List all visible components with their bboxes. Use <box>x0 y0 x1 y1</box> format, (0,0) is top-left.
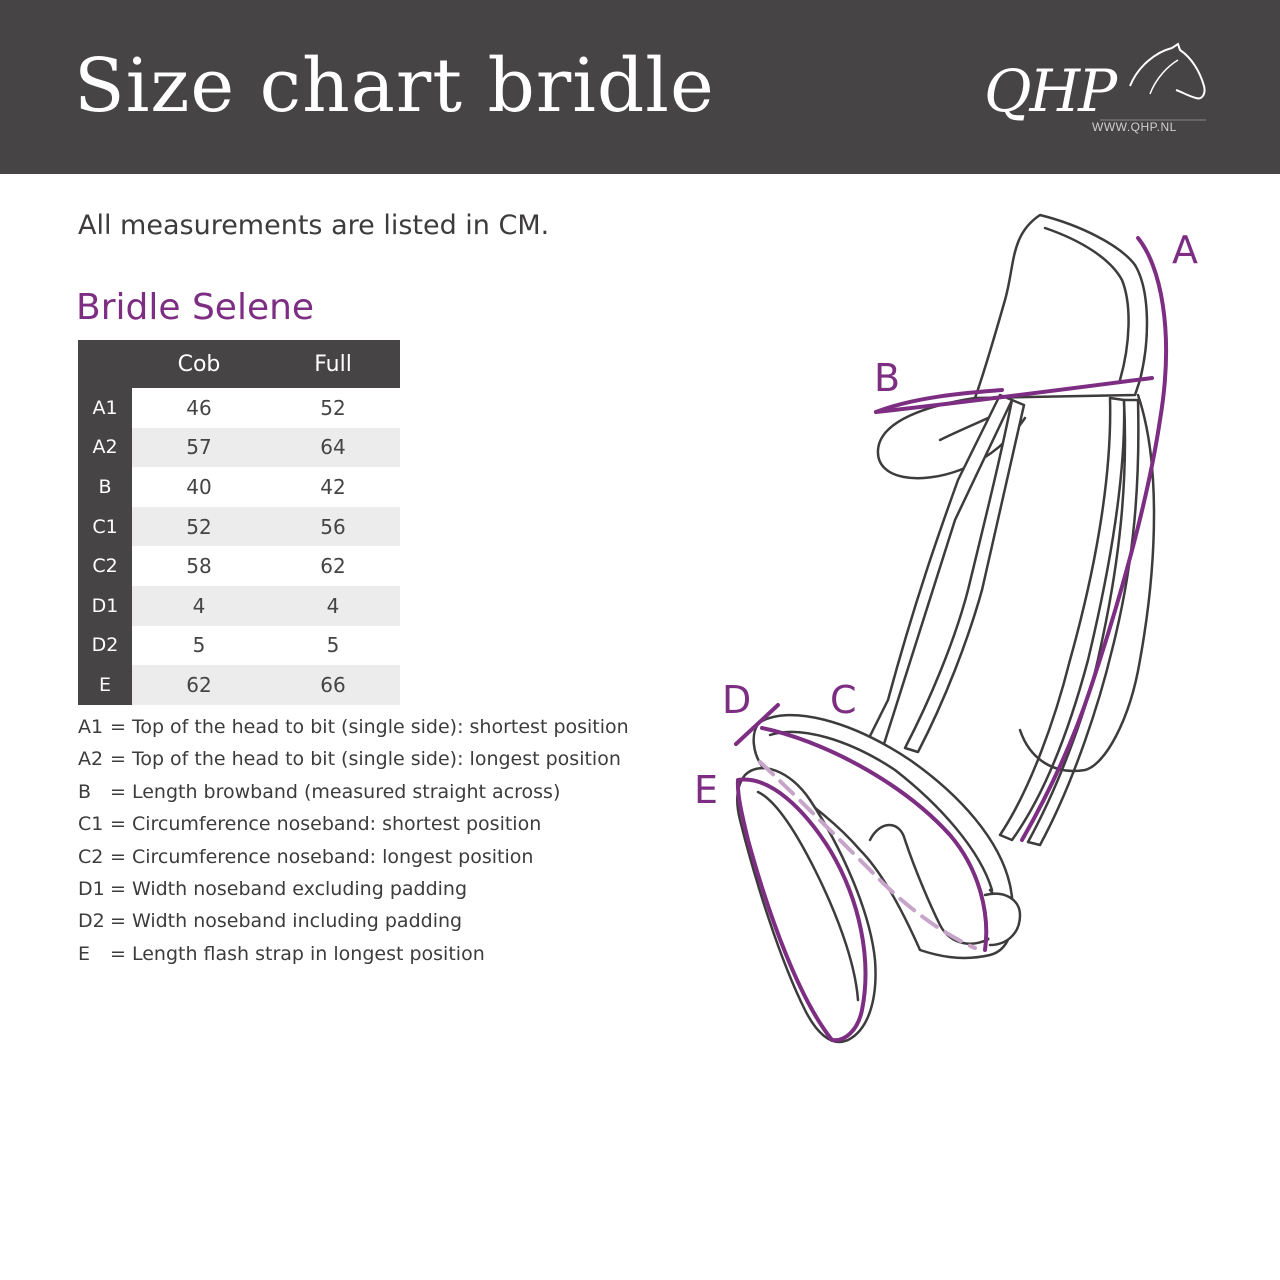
full-value: 4 <box>266 585 400 626</box>
full-value: 42 <box>266 467 400 507</box>
table-row: A1 46 52 <box>78 388 400 428</box>
header-bar: Size chart bridle QHP WWW.QHP.NL <box>0 0 1280 174</box>
cob-value: 4 <box>132 585 266 626</box>
legend-code: D1 <box>78 877 105 900</box>
logo-text: QHP <box>984 57 1117 125</box>
cob-value: 58 <box>132 546 266 586</box>
table-row: E 62 66 <box>78 665 400 705</box>
full-value: 56 <box>266 506 400 547</box>
table-header-row: Cob Full <box>78 340 400 388</box>
row-label: E <box>78 665 132 705</box>
intro-text: All measurements are listed in CM. <box>78 210 550 241</box>
table-row: A2 57 64 <box>78 427 400 468</box>
legend-code: D2 <box>78 910 105 933</box>
cob-value: 62 <box>132 665 266 705</box>
cob-value: 40 <box>132 467 266 507</box>
table-row: D1 4 4 <box>78 585 400 626</box>
row-label: C2 <box>78 546 132 586</box>
full-value: 62 <box>266 546 400 586</box>
diagram-label-c: C <box>830 678 857 722</box>
size-table: Cob Full A1 46 52 A2 57 64 B 40 42 C1 52… <box>78 340 400 705</box>
bridle-illustration <box>734 213 1169 1043</box>
legend-code: C2 <box>78 845 104 868</box>
legend-item: D1= Width noseband excluding padding <box>78 873 629 905</box>
table-row: C2 58 62 <box>78 546 400 586</box>
legend-code: C1 <box>78 813 104 836</box>
measurement-legend: A1 = Top of the head to bit (single side)… <box>78 711 629 970</box>
cob-value: 5 <box>132 625 266 666</box>
row-label: A2 <box>78 427 132 468</box>
logo-url: WWW.QHP.NL <box>1092 120 1177 134</box>
table-corner-cell <box>78 340 132 388</box>
row-label: A1 <box>78 388 132 428</box>
row-label: D2 <box>78 625 132 666</box>
page-title: Size chart bridle <box>74 43 715 129</box>
diagram-label-d: D <box>722 678 752 722</box>
cob-value: 57 <box>132 427 266 468</box>
row-label: C1 <box>78 506 132 547</box>
row-label: B <box>78 467 132 507</box>
full-value: 5 <box>266 625 400 666</box>
qhp-logo: QHP WWW.QHP.NL <box>980 38 1220 142</box>
table-row: C1 52 56 <box>78 506 400 547</box>
legend-item: C2 = Circumference noseband: longest posi… <box>78 841 629 873</box>
legend-text: = Circumference noseband: longest positi… <box>110 845 534 868</box>
legend-text: = Circumference noseband: shortest posit… <box>110 813 542 836</box>
legend-text: = Top of the head to bit (single side): … <box>110 716 629 738</box>
column-header-cob: Cob <box>132 340 266 388</box>
product-name: Bridle Selene <box>76 287 315 328</box>
legend-item: A1 = Top of the head to bit (single side)… <box>78 711 629 743</box>
legend-item: E = Length flash strap in longest positio… <box>78 938 629 970</box>
legend-code: A1 <box>78 716 104 738</box>
legend-code: B <box>78 780 92 803</box>
legend-text: = Width noseband including padding <box>110 910 463 933</box>
full-value: 66 <box>266 665 400 705</box>
legend-item: D2= Width noseband including padding <box>78 905 629 937</box>
full-value: 64 <box>266 427 400 468</box>
table-row: D2 5 5 <box>78 625 400 666</box>
column-header-full: Full <box>266 340 400 388</box>
legend-text: = Top of the head to bit (single side): … <box>110 748 621 771</box>
cob-value: 46 <box>132 388 266 428</box>
bridle-diagram: A B C D E <box>680 200 1240 1060</box>
legend-item: B = Length browband (measured straight ac… <box>78 776 629 808</box>
legend-item: A2 = Top of the head to bit (single side)… <box>78 743 629 775</box>
diagram-label-b: B <box>874 356 901 400</box>
horse-head-icon <box>1100 42 1206 121</box>
diagram-label-e: E <box>694 768 719 812</box>
legend-text: = Width noseband excluding padding <box>110 877 468 900</box>
legend-code: A2 <box>78 748 104 771</box>
legend-text: = Length browband (measured straight acr… <box>110 780 561 803</box>
legend-item: C1 = Circumference noseband: shortest pos… <box>78 808 629 840</box>
cob-value: 52 <box>132 506 266 547</box>
diagram-label-a: A <box>1172 228 1198 272</box>
legend-code: E <box>78 942 91 965</box>
full-value: 52 <box>266 388 400 428</box>
legend-text: = Length flash strap in longest position <box>110 942 485 965</box>
table-row: B 40 42 <box>78 467 400 507</box>
row-label: D1 <box>78 585 132 626</box>
